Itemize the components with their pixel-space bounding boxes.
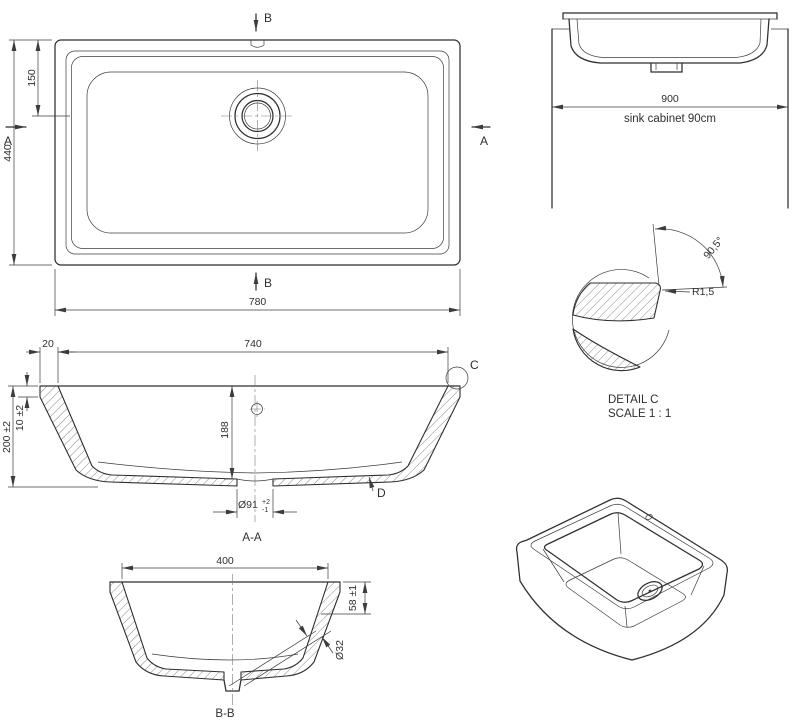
dim-188: 188 — [219, 421, 231, 439]
bowl-top-edge — [71, 56, 444, 249]
section-marker-a: A A — [4, 124, 491, 148]
dim-drain-91-tol-plus: +2 — [262, 499, 270, 506]
detail-title: DETAIL C — [608, 394, 658, 406]
dim-440: 440 — [2, 144, 14, 162]
back-wall-projection-bb — [151, 653, 299, 661]
iso-rim-inner-edge — [530, 503, 714, 610]
dim-200: 200 ±2 — [1, 421, 13, 453]
section-aa-view: 20 740 10 ±2 200 ±2 188 Ø91 +2 -1 C D A-… — [1, 338, 479, 544]
section-aa-right-wall — [272, 385, 461, 487]
dim-150: 150 — [26, 69, 38, 87]
dim-20: 20 — [42, 338, 54, 350]
isometric-view — [515, 497, 728, 661]
dim-400: 400 — [216, 555, 234, 567]
iso-bowl-opening — [543, 512, 704, 603]
dim-740: 740 — [244, 338, 262, 350]
dim-drain-32: Ø32 — [334, 640, 346, 660]
detail-callout-circle — [445, 366, 469, 390]
bowl-wall-section — [572, 328, 641, 372]
section-label-b-top: B — [264, 11, 272, 25]
callout-c-label: C — [470, 358, 479, 372]
section-aa-left-wall — [39, 385, 238, 487]
cabinet-view: 900 sink cabinet 90cm — [551, 12, 789, 209]
section-bb-right-wall — [240, 581, 341, 681]
section-aa-title: A-A — [242, 532, 262, 544]
detail-c-view: 90,5° R1,5 DETAIL C SCALE 1 : 1 — [572, 223, 728, 420]
overflow-hole-section — [250, 401, 265, 417]
section-bb-left-wall — [109, 581, 225, 681]
dim-radius: R1,5 — [692, 286, 714, 298]
sink-outer-edge — [54, 39, 461, 266]
section-bb-view: 400 58 ±1 Ø32 B-B — [109, 555, 371, 720]
section-label-b-bottom: B — [264, 276, 272, 290]
sink-rim-edge — [65, 50, 450, 255]
dim-58: 58 ±1 — [347, 585, 359, 611]
rim-flange-section — [572, 282, 661, 322]
dim-angle: 90,5° — [701, 235, 726, 262]
plan-view: 440 150 780 B B A A — [2, 11, 491, 316]
overflow-notch — [250, 40, 265, 48]
bowl-bottom-edge — [86, 71, 429, 234]
drain-fitting-front — [650, 62, 683, 73]
iso-overflow-hole — [645, 514, 653, 520]
section-marker-b: B B — [253, 11, 272, 291]
dim-drain-91-tol-minus: -1 — [262, 507, 268, 514]
section-label-a-right: A — [480, 134, 488, 148]
cabinet-label: sink cabinet 90cm — [624, 113, 716, 125]
angle-dim-arc — [654, 225, 725, 288]
drain-plan — [221, 80, 294, 152]
iso-drain — [637, 581, 663, 601]
callout-d-label: D — [377, 486, 386, 500]
dim-780: 780 — [249, 296, 267, 308]
section-bb-title: B-B — [215, 708, 235, 720]
bowl-profile-outer — [568, 18, 770, 64]
dim-10: 10 ±2 — [14, 405, 26, 431]
dim-900: 900 — [661, 93, 679, 105]
iso-outer-silhouette — [515, 497, 728, 661]
section-label-a-left: A — [4, 134, 12, 148]
iso-bowl-bottom — [565, 557, 686, 628]
back-wall-projection — [97, 461, 403, 474]
dim-drain-91: Ø91 — [238, 499, 258, 511]
bowl-profile-inner — [576, 18, 762, 58]
detail-scale: SCALE 1 : 1 — [608, 408, 671, 420]
